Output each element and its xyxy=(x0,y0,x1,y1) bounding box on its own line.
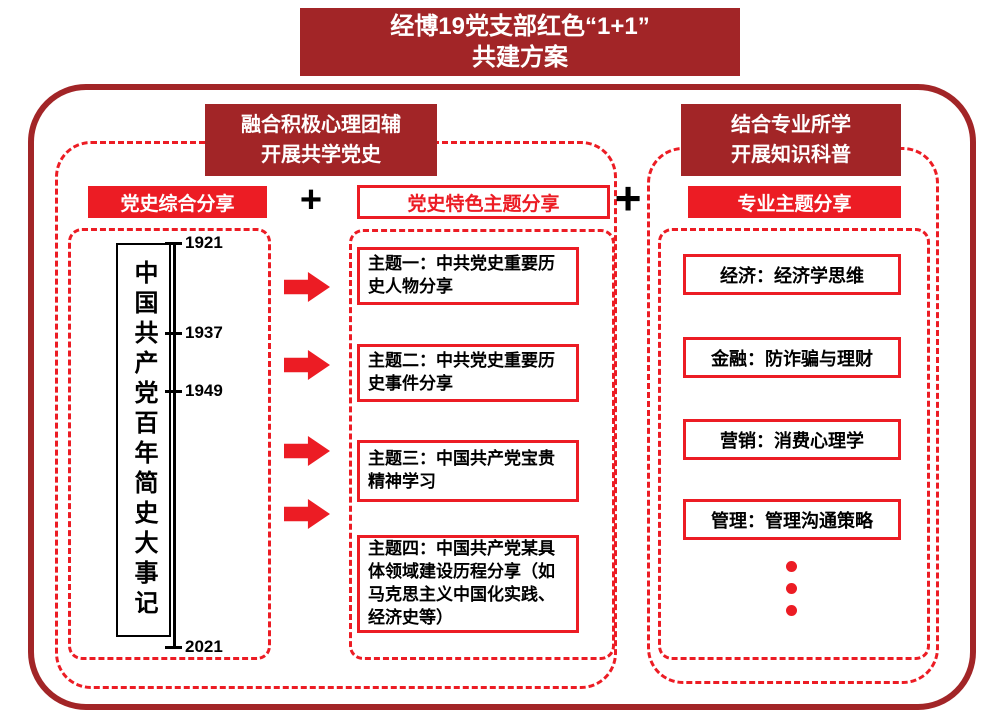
topic-text-2: 主题二：中共党史重要历史事件分享 xyxy=(368,351,555,393)
topics-panel xyxy=(349,229,615,660)
topic-text-3: 主题三：中国共产党宝贵精神学习 xyxy=(368,449,555,491)
item-box-economics: 经济：经济学思维 xyxy=(683,254,901,295)
dot-icon xyxy=(786,605,797,616)
timeline-axis xyxy=(173,243,176,647)
dot-icon xyxy=(786,583,797,594)
ellipsis-dots xyxy=(785,561,798,616)
year-label-1949: 1949 xyxy=(185,381,223,400)
item-box-management: 管理：管理沟通策略 xyxy=(683,499,901,540)
title-banner: 经博19党支部红色“1+1” 共建方案 xyxy=(300,8,740,76)
item-box-finance: 金融：防诈骗与理财 xyxy=(683,337,901,378)
year-label-1921: 1921 xyxy=(185,233,223,252)
right-panel-header: 结合专业所学 开展知识科普 xyxy=(681,104,901,176)
timeline-tick-1921 xyxy=(165,242,182,245)
left-header-line2: 开展共学党史 xyxy=(261,144,381,166)
left-panel-header: 融合积极心理团辅 开展共学党史 xyxy=(205,104,437,176)
year-label-1937: 1937 xyxy=(185,323,223,342)
timeline-tick-2021 xyxy=(165,646,182,649)
title-line2: 共建方案 xyxy=(472,44,568,71)
topic-text-4: 主题四：中国共产党某具体领域建设历程分享（如马克思主义中国化实践、经济史等） xyxy=(368,539,555,627)
vertical-title-box: 中国共产党百年简史大事记 xyxy=(116,243,171,637)
comprehensive-share-header: 党史综合分享 xyxy=(88,186,267,218)
year-label-2021: 2021 xyxy=(185,637,223,656)
topic-box-4: 主题四：中国共产党某具体领域建设历程分享（如马克思主义中国化实践、经济史等） xyxy=(357,535,579,633)
plus-sign-center: + xyxy=(614,172,642,224)
timeline-tick-1937 xyxy=(165,332,182,335)
professional-share-header: 专业主题分享 xyxy=(688,186,901,218)
topic-text-1: 主题一：中共党史重要历史人物分享 xyxy=(368,254,555,296)
item-box-marketing: 营销：消费心理学 xyxy=(683,419,901,460)
topic-box-2: 主题二：中共党史重要历史事件分享 xyxy=(357,344,579,402)
title-line1: 经博19党支部红色“1+1” xyxy=(390,12,650,40)
professional-items-panel xyxy=(658,228,930,660)
dot-icon xyxy=(786,561,797,572)
special-topic-share-header: 党史特色主题分享 xyxy=(357,185,610,219)
right-header-line2: 开展知识科普 xyxy=(731,144,851,166)
right-header-line1: 结合专业所学 xyxy=(731,114,851,136)
left-header-line1: 融合积极心理团辅 xyxy=(241,114,401,136)
topic-box-1: 主题一：中共党史重要历史人物分享 xyxy=(357,247,579,305)
timeline-panel: 中国共产党百年简史大事记 1921 1937 1949 2021 xyxy=(68,228,271,660)
timeline-tick-1949 xyxy=(165,390,182,393)
topic-box-3: 主题三：中国共产党宝贵精神学习 xyxy=(357,440,579,502)
plus-sign-left: + xyxy=(299,179,323,221)
